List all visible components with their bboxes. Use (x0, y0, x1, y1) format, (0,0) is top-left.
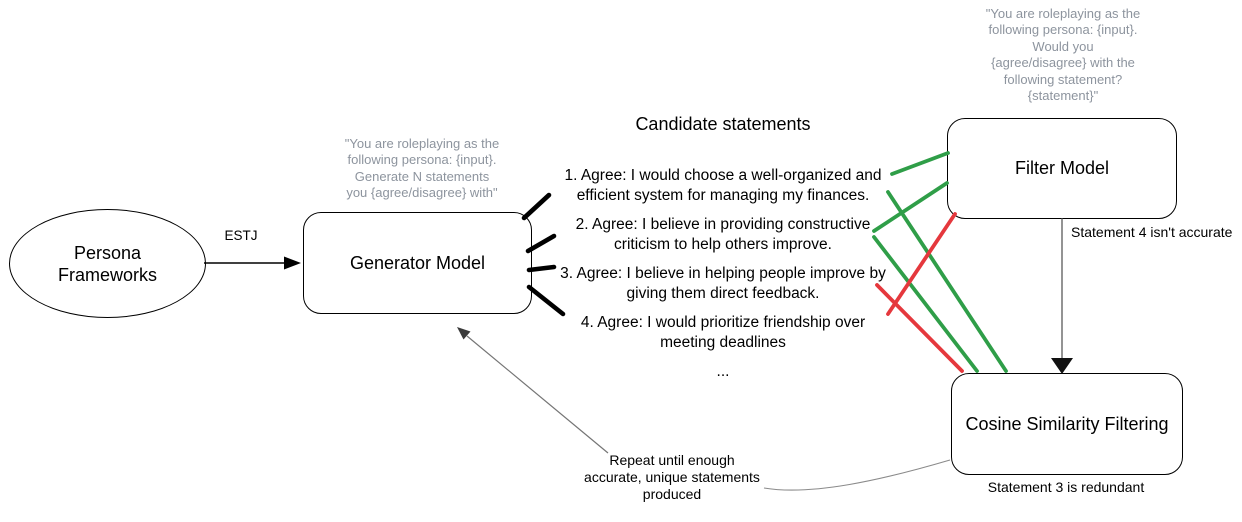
repeat-note-line-2: accurate, unique statements (584, 468, 760, 485)
repeat-note-to-cosine-line (763, 459, 951, 491)
statement-4-line-2: meeting deadlines (660, 333, 786, 351)
cosine-similarity-filtering-label: Cosine Similarity Filtering (965, 413, 1169, 434)
repeat-note-line-1: Repeat until enough (609, 452, 735, 468)
statements-ellipsis: ... (716, 363, 730, 380)
generator-prompt-line-2: following persona: {input}. (347, 152, 497, 168)
cosine-similarity-filtering-node: Cosine Similarity Filtering (951, 373, 1183, 475)
persona-label-line-2: Frameworks (57, 264, 157, 285)
statement-3-line-1: 3. Agree: I believe in helping people im… (560, 265, 886, 282)
candidate-statement-3: 3. Agree: I believe in helping people im… (545, 264, 901, 303)
candidate-statements-title: Candidate statements (635, 114, 811, 134)
statement4-inaccurate-note: Statement 4 isn't accurate (1071, 224, 1233, 240)
filter-prompt-line-1: "You are roleplaying as the (985, 6, 1141, 21)
filter-model-label: Filter Model (1014, 158, 1110, 178)
statement-3-line-2: giving them direct feedback. (626, 284, 820, 302)
filter-to-cosine-arrowhead-icon (1051, 358, 1073, 374)
repeat-to-generator-arrowhead-icon (457, 327, 471, 340)
candidate-statement-2: 2. Agree: I believe in providing constru… (545, 215, 901, 254)
persona-frameworks-node: Persona Frameworks (9, 209, 206, 318)
persona-to-generator-arrowhead-icon (284, 256, 301, 270)
filter-prompt-line-5: following statement? (1003, 71, 1123, 87)
generator-prompt-line-1: "You are roleplaying as the (344, 136, 500, 151)
candidate-statements-list: 1. Agree: I would choose a well-organize… (545, 166, 901, 382)
persona-label-line-1: Persona (73, 242, 142, 263)
statement-2-line-2: criticism to help others improve. (614, 235, 832, 253)
statement-1-line-1: 1. Agree: I would choose a well-organize… (564, 167, 882, 184)
repeat-loop-note: Repeat until enough accurate, unique sta… (560, 452, 784, 502)
generator-prompt-line-3: Generate N statements (354, 168, 490, 184)
generator-prompt-text: "You are roleplaying as the following pe… (312, 136, 532, 202)
filter-prompt-line-6: {statement}" (1027, 88, 1099, 104)
generator-prompt-line-4: you {agree/disagree} with" (346, 185, 498, 201)
filter-prompt-line-2: following persona: {input}. (988, 22, 1138, 38)
statement-4-line-1: 4. Agree: I would prioritize friendship … (580, 314, 866, 331)
statement-1-line-2: efficient system for managing my finance… (576, 186, 870, 204)
statement3-redundant-note: Statement 3 is redundant (987, 479, 1145, 495)
estj-edge-label: ESTJ (224, 228, 258, 243)
generator-model-label: Generator Model (349, 252, 486, 273)
repeat-note-line-3: produced (642, 485, 702, 502)
statement-2-line-1: 2. Agree: I believe in providing constru… (575, 216, 871, 233)
filter-prompt-line-3: Would you (1032, 38, 1094, 54)
candidate-statement-4: 4. Agree: I would prioritize friendship … (545, 313, 901, 352)
candidate-statement-1: 1. Agree: I would choose a well-organize… (545, 166, 901, 205)
filter-prompt-text: "You are roleplaying as the following pe… (953, 6, 1173, 104)
filter-model-node: Filter Model (947, 118, 1177, 219)
generator-model-node: Generator Model (303, 212, 532, 314)
persona-frameworks-label: Persona Frameworks (58, 242, 157, 286)
filter-prompt-line-4: {agree/disagree} with the (991, 55, 1135, 71)
